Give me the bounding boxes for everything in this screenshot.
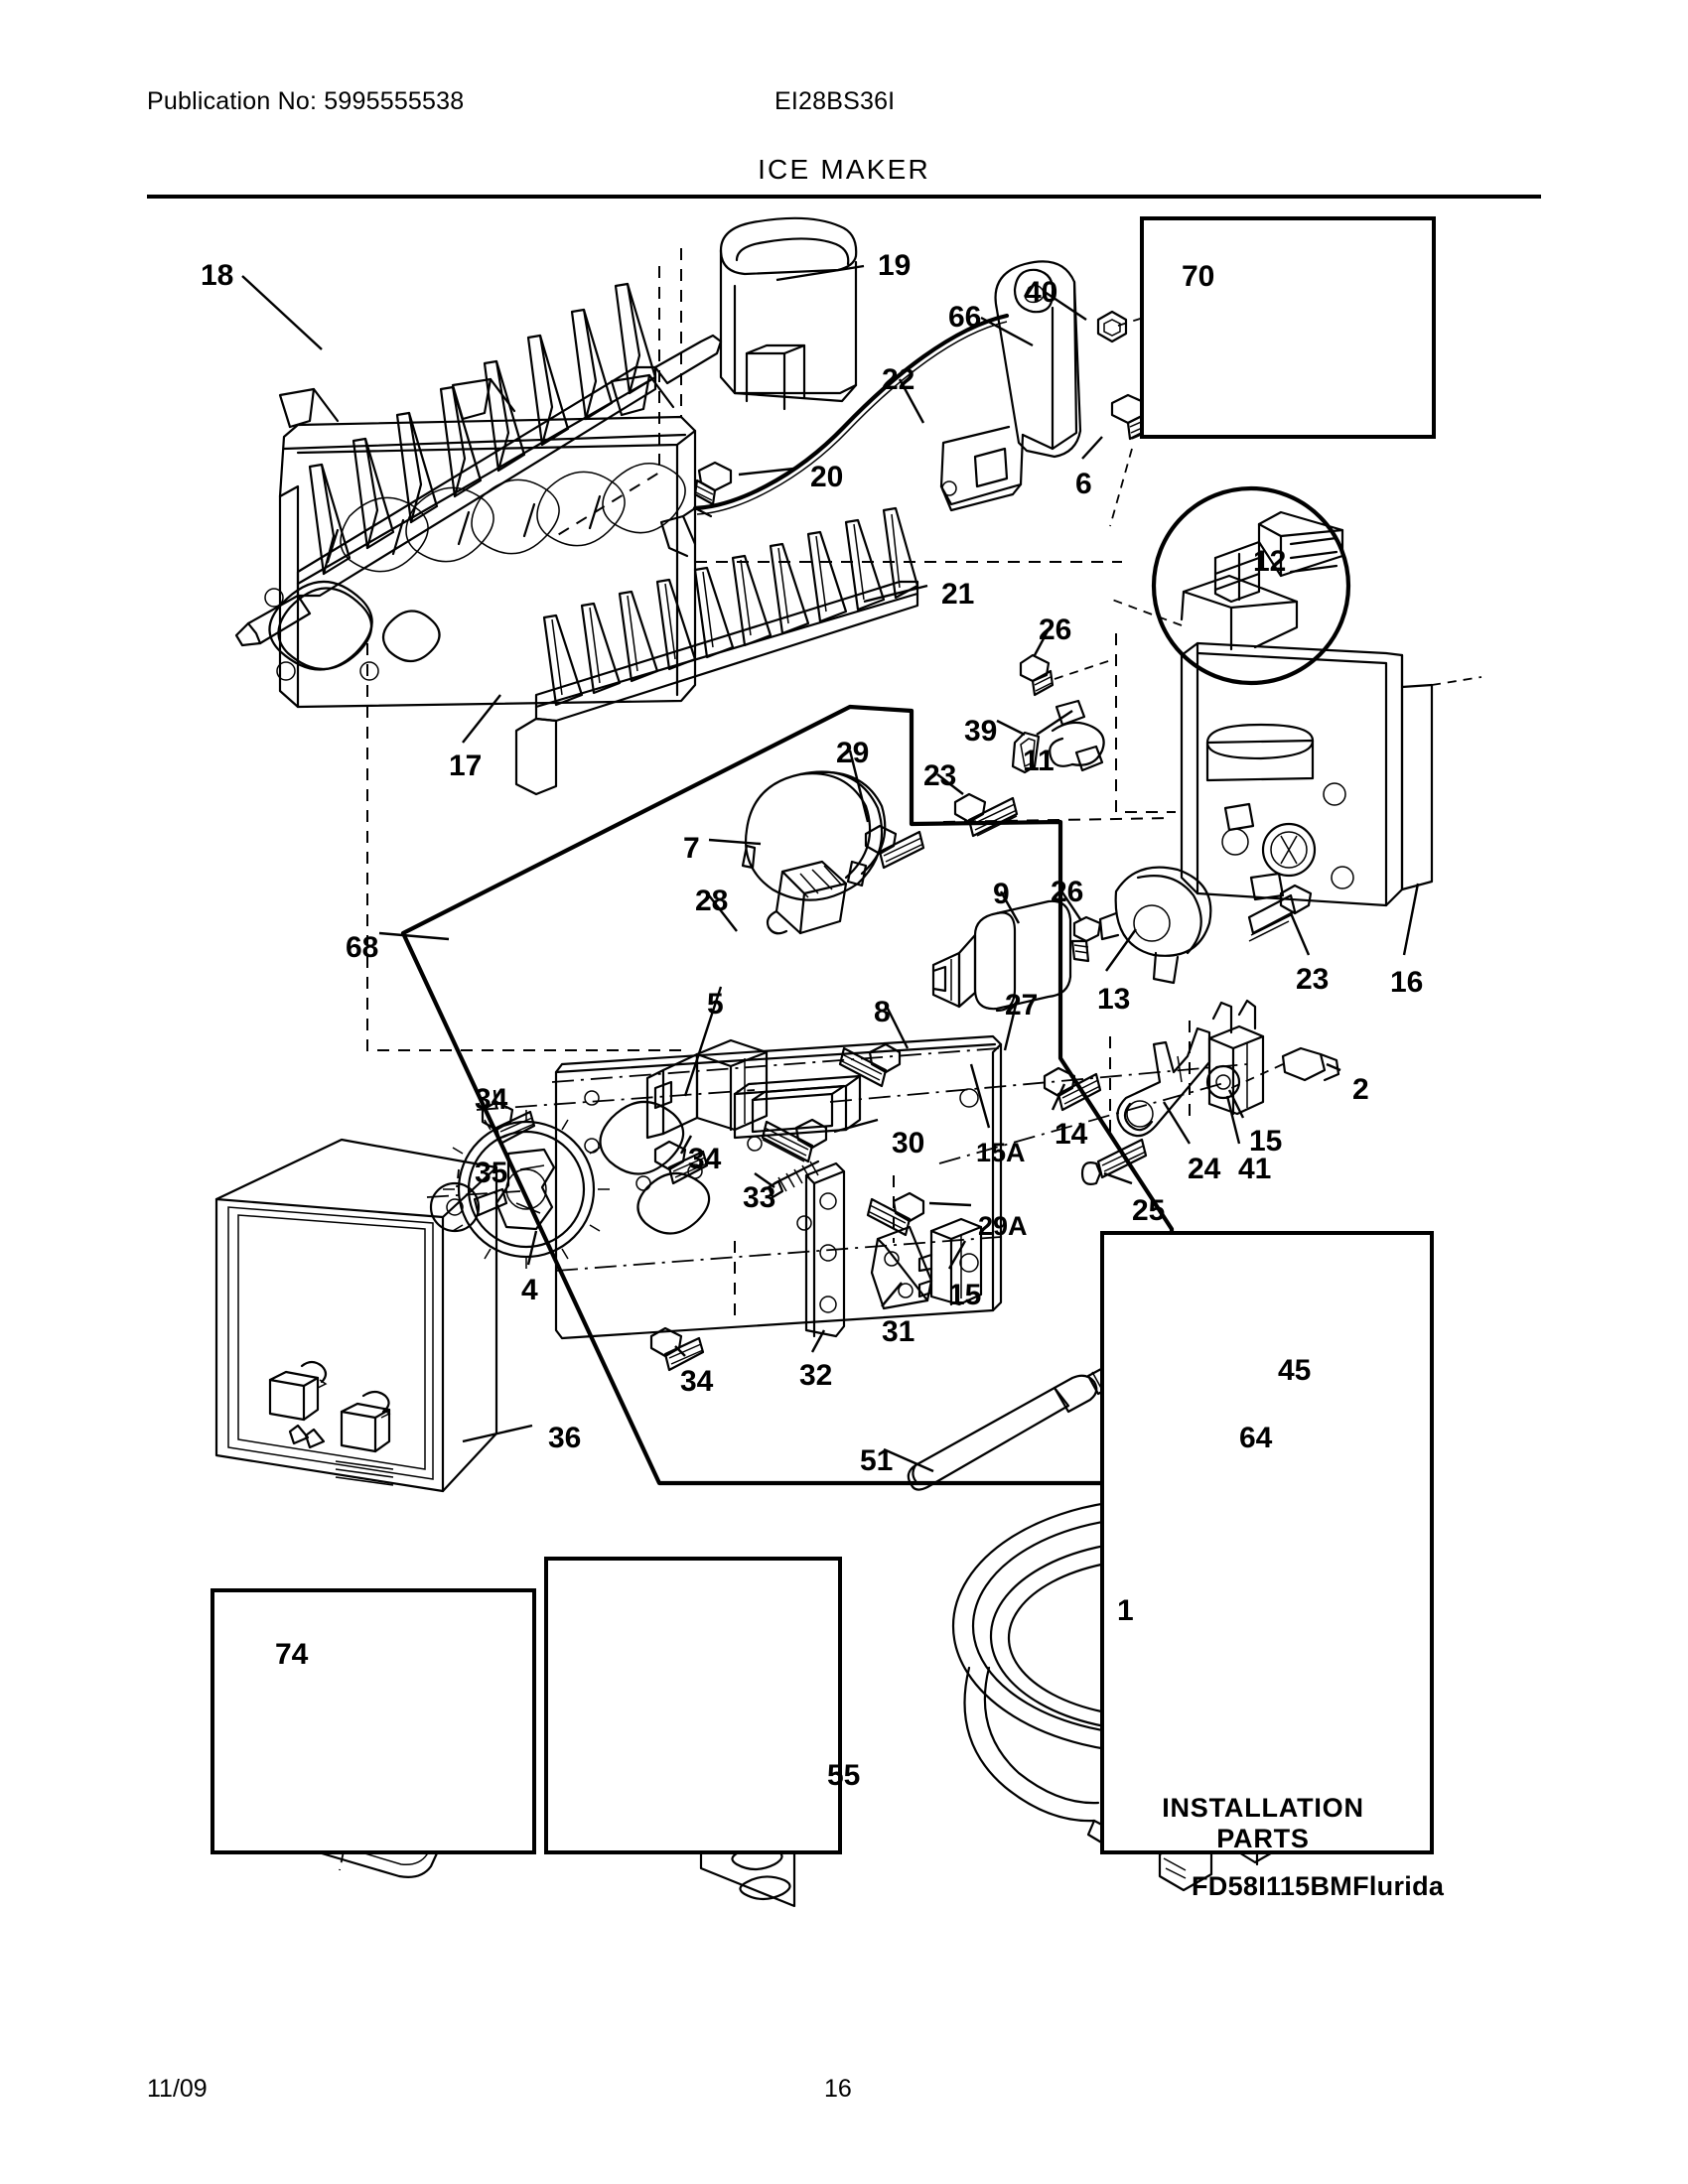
publication-number: Publication No: 5995555538	[147, 87, 465, 115]
callout-cam: 31	[882, 1315, 915, 1348]
callout-fill-tube-extension: 51	[860, 1444, 894, 1477]
part-2-terminal	[1230, 1046, 1340, 1089]
callout-switch-assembly: 15A	[976, 1138, 1026, 1167]
callout-terminal: 2	[1352, 1073, 1369, 1106]
callout-water-fill-tube-bracket: 66	[948, 301, 982, 334]
callout-ice-maker-assembly: 68	[346, 931, 379, 964]
part-33-spring	[767, 1160, 820, 1199]
part-15-switch-right	[1207, 999, 1265, 1116]
callout-control-module-housing: 16	[1390, 966, 1424, 999]
callout-screw: 29	[836, 737, 870, 769]
callout-motor: 7	[683, 832, 700, 865]
inset-box-bracket	[1140, 216, 1436, 439]
diagram-code: FD58I115BMFlurida	[1192, 1871, 1445, 1901]
callout-screw: 6	[1075, 468, 1092, 500]
callout-ice-ejector-arm: 18	[201, 259, 234, 292]
callout-ice-stripper: 21	[941, 578, 975, 611]
small-hardware-group	[864, 653, 1313, 963]
callout-screw: 25	[1132, 1194, 1166, 1227]
callout-bracket: 32	[799, 1359, 833, 1392]
callout-switch: 15	[948, 1279, 982, 1311]
callout-tube-clamp: 64	[1239, 1422, 1273, 1454]
callout-screw: 27	[1005, 989, 1039, 1022]
inset-box-ice-bin	[211, 1588, 536, 1854]
callout-lever: 24	[1188, 1153, 1221, 1185]
footer-page-number: 16	[824, 2075, 852, 2103]
part-16-control-module	[1111, 574, 1482, 907]
callout-clip: 39	[964, 715, 998, 748]
callout-screw: 26	[1039, 614, 1072, 646]
callout-screw: 34	[680, 1365, 714, 1398]
callout-screw: 23	[923, 759, 957, 792]
alignment-guides	[366, 248, 1248, 1318]
callout-cover: 36	[548, 1422, 582, 1454]
callout-fill-cup: 19	[878, 249, 912, 282]
callout-screw: 34	[475, 1083, 508, 1116]
callout-screw: 14	[1055, 1118, 1088, 1151]
header-divider	[147, 195, 1541, 199]
part-9-solenoid	[931, 899, 1072, 1013]
part-32-bracket	[804, 1161, 846, 1338]
part-68-assembly-outline	[400, 704, 1175, 1486]
part-66-bracket	[939, 260, 1082, 512]
callout-screw: 45	[1278, 1354, 1312, 1387]
part-17-ice-mold	[264, 373, 697, 709]
callout-screw: 34	[688, 1143, 722, 1175]
part-5-support-plate	[554, 1034, 1003, 1340]
part-24-lever	[1116, 1026, 1211, 1138]
callout-mounting-bracket: 70	[1182, 260, 1215, 293]
part-15A-switch-assembly	[645, 1038, 769, 1140]
part-51-tube	[907, 1360, 1126, 1491]
callout-wire-connector: 12	[1253, 545, 1287, 578]
part-20-screw	[693, 461, 733, 506]
inset-box-water-valve	[544, 1557, 842, 1854]
part-13-coil	[1098, 866, 1212, 985]
part-7-motor	[741, 770, 887, 935]
callout-ice-mold: 17	[449, 750, 483, 782]
part-19-fill-cup	[719, 216, 858, 411]
callout-switch: 8	[874, 996, 891, 1028]
part-41-bushing	[1205, 1064, 1241, 1100]
callout-screw: 29A	[978, 1211, 1028, 1241]
assorted-screws-mid	[761, 1042, 1102, 1237]
part-15-switch-lower	[917, 1217, 983, 1306]
installation-parts-label: INSTALLATION PARTS	[1162, 1793, 1364, 1853]
callout-water-supply-tubing: 1	[1117, 1594, 1134, 1627]
callout-ice-bin: 74	[275, 1638, 309, 1671]
callout-solenoid: 9	[993, 878, 1010, 910]
callout-coil: 13	[1097, 983, 1131, 1016]
inset-box-installation-parts	[1100, 1231, 1434, 1854]
part-35-washer	[429, 1181, 508, 1233]
callout-switch: 15	[1249, 1125, 1283, 1158]
callout-screw: 26	[1051, 876, 1084, 908]
part-31-cam	[870, 1225, 933, 1310]
callout-thermostat: 11	[1023, 745, 1055, 777]
footer-date: 11/09	[147, 2075, 208, 2103]
part-36-cover	[214, 1138, 498, 1493]
callout-bushing: 41	[1238, 1153, 1272, 1185]
page-title: ICE MAKER	[758, 154, 930, 185]
callout-screw: 28	[695, 885, 729, 917]
callout-push-nut: 40	[1025, 276, 1058, 309]
callout-screw: 23	[1296, 963, 1330, 996]
part-21-ice-stripper	[514, 506, 919, 796]
part-22-fill-tube	[692, 313, 1010, 515]
callout-washer: 35	[475, 1157, 508, 1189]
callout-fill-tube: 22	[882, 363, 915, 396]
callout-drive-gear: 4	[521, 1274, 538, 1306]
callout-water-inlet-valve: 55	[827, 1759, 861, 1792]
callout-spring: 33	[743, 1181, 776, 1214]
callout-support-plate: 5	[707, 988, 724, 1021]
callout-screw: 20	[810, 461, 844, 493]
model-number: EI28BS36I	[774, 87, 896, 115]
part-34-screws	[481, 1100, 709, 1372]
callout-screw: 30	[892, 1127, 925, 1160]
part-12-connector-detail	[1151, 485, 1351, 686]
part-4-drive-gear	[443, 1110, 610, 1269]
part-25-screw	[1080, 1138, 1148, 1185]
